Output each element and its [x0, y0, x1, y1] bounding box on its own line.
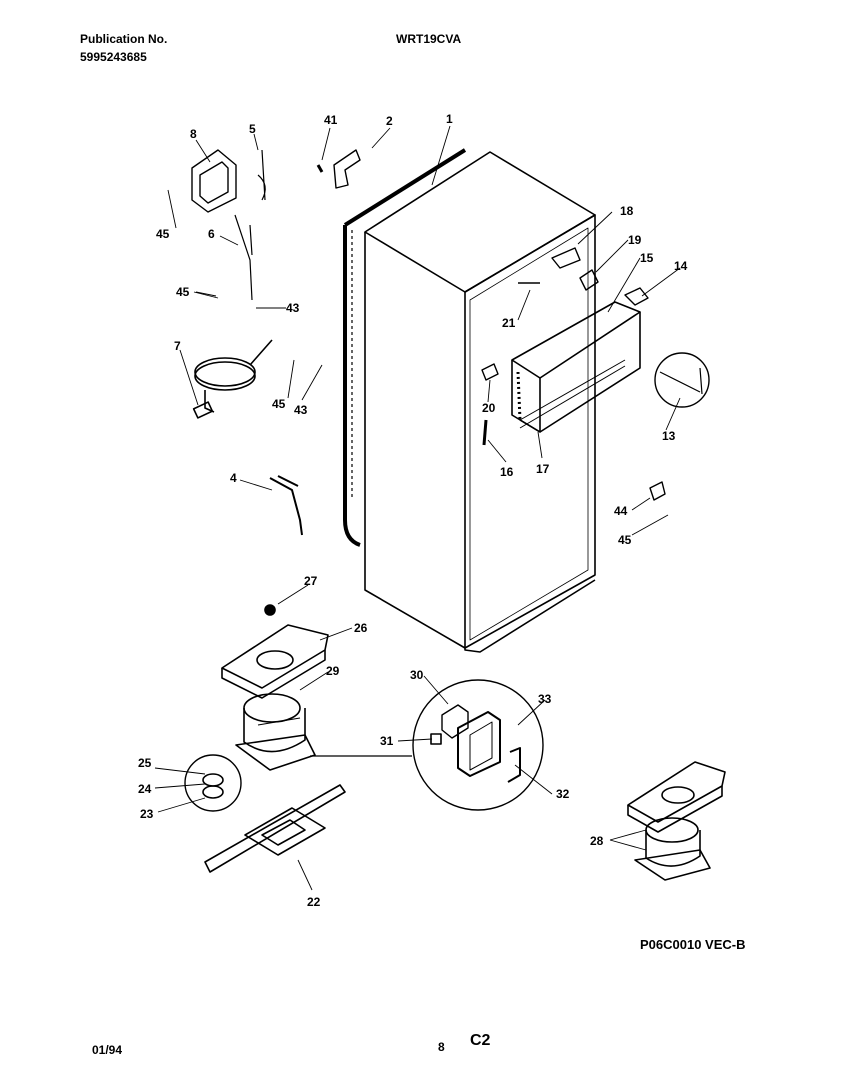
callout-43a: 43 — [286, 301, 300, 315]
part-8 — [191, 149, 237, 213]
model-number: WRT19CVA — [396, 32, 462, 46]
callout-21: 21 — [502, 316, 516, 330]
part-5 — [257, 149, 266, 201]
callout-32: 32 — [556, 787, 570, 801]
callout-23: 23 — [140, 807, 154, 821]
publication-number: 5995243685 — [80, 50, 147, 64]
drain-pan-26 — [221, 624, 329, 699]
callout-25: 25 — [138, 756, 152, 770]
compressor-assembly-28 — [627, 761, 726, 881]
revision-date: 01/94 — [92, 1043, 123, 1057]
part-7 — [192, 339, 273, 419]
callout-4: 4 — [230, 471, 237, 485]
mounting-rail-22 — [204, 784, 346, 873]
callout-45c: 45 — [272, 397, 286, 411]
callout-45b: 45 — [176, 285, 190, 299]
callout-1: 1 — [446, 112, 453, 126]
publication-label: Publication No. — [80, 32, 168, 46]
callout-27: 27 — [304, 574, 318, 588]
part-6 — [234, 214, 253, 301]
part-16 — [482, 419, 488, 446]
callout-41: 41 — [324, 113, 338, 127]
callout-18: 18 — [620, 204, 634, 218]
callout-2: 2 — [386, 114, 393, 128]
callout-15: 15 — [640, 251, 654, 265]
grommet-detail — [184, 754, 242, 812]
callout-28: 28 — [590, 834, 604, 848]
electrical-detail — [412, 679, 544, 811]
diagram-reference: P06C0010 VEC-B — [640, 937, 746, 952]
callout-29: 29 — [326, 664, 340, 678]
callout-7: 7 — [174, 339, 181, 353]
callout-44: 44 — [614, 504, 628, 518]
part-41 — [316, 164, 324, 173]
callout-24: 24 — [138, 782, 152, 796]
callout-26: 26 — [354, 621, 368, 635]
callout-45a: 45 — [156, 227, 170, 241]
detail-circle-13 — [654, 352, 710, 408]
callout-45d: 45 — [618, 533, 632, 547]
evaporator — [511, 301, 641, 433]
callout-14: 14 — [674, 259, 688, 273]
callout-30: 30 — [410, 668, 424, 682]
section-code: C2 — [470, 1032, 491, 1049]
callout-labels: 1 2 4 5 6 7 8 13 14 15 16 16 17 18 19 20… — [138, 112, 688, 909]
condenser-coil — [343, 148, 467, 547]
part-2 — [333, 149, 361, 189]
compressor — [235, 693, 316, 771]
callout-16a: 16 — [500, 465, 514, 479]
callout-13: 13 — [662, 429, 676, 443]
cabinet — [364, 151, 596, 653]
callout-6: 6 — [208, 227, 215, 241]
callout-20: 20 — [482, 401, 496, 415]
callout-17: 17 — [536, 462, 550, 476]
callout-5: 5 — [249, 122, 256, 136]
part-18 — [551, 247, 581, 269]
callout-31: 31 — [380, 734, 394, 748]
page-number: 8 — [438, 1040, 445, 1054]
callout-22: 22 — [307, 895, 321, 909]
part-27 — [264, 604, 276, 616]
callout-43b: 43 — [294, 403, 308, 417]
part-4 — [269, 475, 303, 536]
part-14 — [624, 287, 649, 306]
callout-19: 19 — [628, 233, 642, 247]
part-19 — [579, 269, 599, 291]
callout-33: 33 — [538, 692, 552, 706]
callout-8: 8 — [190, 127, 197, 141]
part-20 — [481, 363, 499, 381]
part-44 — [649, 481, 666, 501]
